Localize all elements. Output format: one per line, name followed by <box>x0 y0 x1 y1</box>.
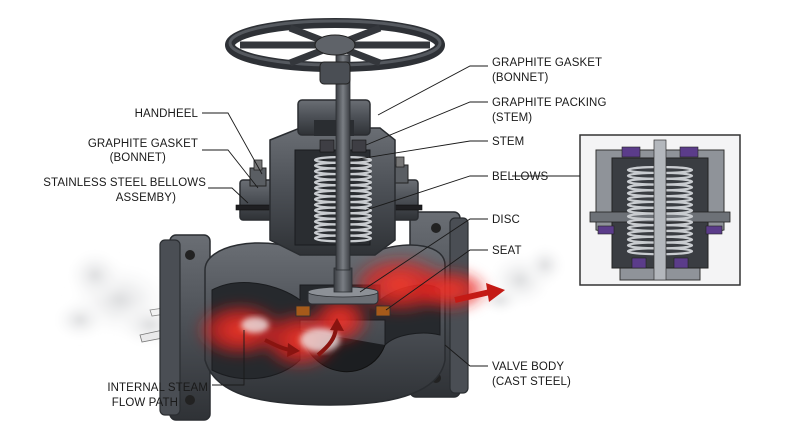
leader-lines <box>202 65 488 386</box>
label-gasket-right: GRAPHITE GASKET <box>492 57 602 69</box>
handwheel <box>225 18 445 85</box>
bellows-detail-inset <box>579 134 741 286</box>
valve-seat <box>295 305 391 317</box>
label-steam-path-sub: FLOW PATH <box>112 397 178 409</box>
label-gasket-left-sub: (BONNET) <box>110 152 166 164</box>
bonnet <box>235 99 423 256</box>
graphite-packing <box>319 139 367 153</box>
steam-cloud-outlet <box>478 243 567 315</box>
label-steam-path: INTERNAL STEAM <box>107 382 208 394</box>
label-gasket-left: GRAPHITE GASKET <box>88 138 198 150</box>
label-bellows: BELLOWS <box>492 171 549 183</box>
label-valve-body: VALVE BODY <box>492 361 564 373</box>
label-stem: STEM <box>492 136 524 148</box>
valve-stem <box>335 54 351 271</box>
valve-disc <box>307 267 379 305</box>
label-packing-sub: (STEM) <box>492 112 532 124</box>
label-bellows-assembly-sub: ASSEMBY) <box>116 192 176 204</box>
flow-arrow-icon <box>264 283 505 357</box>
label-seat: SEAT <box>492 245 522 257</box>
label-valve-body-sub: (CAST STEEL) <box>492 376 571 388</box>
label-handwheel: HANDHEEL <box>135 108 199 120</box>
label-packing: GRAPHITE PACKING <box>492 97 607 109</box>
label-bellows-assembly: STAINLESS STEEL BELLOWS <box>43 177 206 189</box>
label-gasket-right-sub: (BONNET) <box>492 72 548 84</box>
label-disc: DISC <box>492 214 520 226</box>
